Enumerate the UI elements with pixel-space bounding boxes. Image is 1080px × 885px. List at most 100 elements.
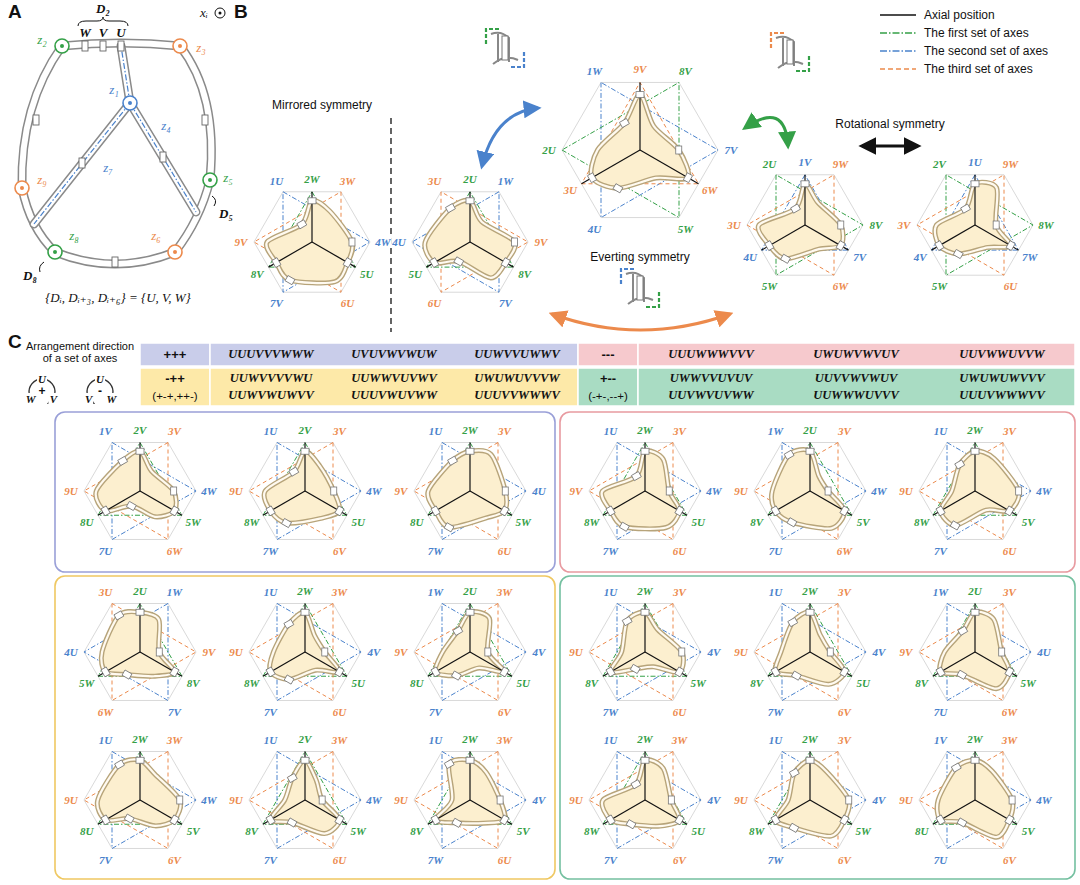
axis-letter: W <box>105 392 117 404</box>
joint <box>679 648 685 656</box>
joint <box>1009 796 1015 804</box>
position-label: 1U <box>428 734 443 746</box>
axial-line <box>305 491 347 515</box>
linkage-shape <box>101 611 174 676</box>
table-cell <box>210 368 578 406</box>
sequence-cell: UUUVWUVWW <box>351 389 437 403</box>
position-label: 1U <box>603 425 618 437</box>
hexagon-guide <box>919 752 1031 849</box>
arm <box>34 103 130 224</box>
position-label: 2W <box>461 423 478 435</box>
linkage-shape <box>602 451 680 529</box>
position-label: 7W <box>427 545 444 557</box>
sequence-cell: UUWVVUWWV <box>474 348 559 362</box>
axis-symbol <box>48 245 62 259</box>
axis-set-line <box>98 604 182 677</box>
mechanism-diagram <box>414 752 526 849</box>
linkage-shape <box>602 760 680 827</box>
arm <box>130 103 196 212</box>
position-label: 4V <box>707 646 722 658</box>
linkage-shape <box>266 200 352 283</box>
joint <box>993 221 999 229</box>
bracket <box>40 262 45 272</box>
sequence-cell: UUWVVVVWU <box>230 372 313 386</box>
position-label: 2V <box>932 157 947 169</box>
joint <box>284 619 294 628</box>
bracket <box>212 196 216 206</box>
joint <box>444 523 454 532</box>
joint <box>771 815 780 825</box>
joint <box>961 204 971 213</box>
joint <box>114 611 124 620</box>
position-label: 5V <box>1021 516 1036 528</box>
joint <box>335 815 344 825</box>
position-label: 6U <box>497 545 512 557</box>
position-label: 3W <box>496 586 513 598</box>
position-label: 9U <box>733 794 748 806</box>
position-label: 6W <box>166 545 183 557</box>
joint <box>971 448 979 454</box>
joint <box>335 667 344 677</box>
panel-letter: B <box>234 2 248 23</box>
position-label: 3U <box>726 219 741 231</box>
icon-part <box>502 36 508 60</box>
axis-label: z₈ <box>69 229 79 243</box>
position-label: 5W <box>515 516 532 528</box>
position-label: 4W <box>1035 485 1052 497</box>
axis-label: z₉ <box>37 173 47 187</box>
mechanism-diagram <box>249 752 361 849</box>
position-label: 4V <box>913 251 928 263</box>
joint <box>444 759 454 768</box>
joint <box>971 757 979 763</box>
icon-part <box>509 52 524 67</box>
position-label: 4W <box>374 236 391 248</box>
linkage-shape <box>101 611 174 676</box>
joint <box>1005 815 1014 825</box>
axial-line <box>98 491 140 515</box>
position-label: 1U <box>269 174 284 186</box>
linkage-shape <box>776 760 850 836</box>
axis-letter: W <box>25 392 37 404</box>
joint <box>82 41 88 51</box>
sequence-cell: UUUVVVWWW <box>228 348 313 362</box>
joint <box>454 257 464 266</box>
position-label: 3V <box>837 425 852 437</box>
linkage-shape <box>602 760 680 827</box>
joint <box>122 670 132 679</box>
joint <box>101 815 110 825</box>
position-label: 3V <box>837 586 852 598</box>
hexagon-guide <box>249 604 361 701</box>
position-label: 4W <box>1035 794 1052 806</box>
icon-part <box>776 37 803 68</box>
position-label: 7V <box>603 854 618 866</box>
position-label: 7U <box>768 545 783 557</box>
joint <box>827 648 833 656</box>
joint <box>284 675 294 684</box>
joint <box>613 184 623 193</box>
axial-line <box>263 652 305 676</box>
position-label: 2W <box>966 423 983 435</box>
joint <box>118 41 124 51</box>
joint <box>445 204 455 213</box>
position-label: 9W <box>1002 157 1019 169</box>
axis-label: z₃ <box>196 41 206 55</box>
position-label: 3V <box>167 425 182 437</box>
position-label: 4W <box>870 485 887 497</box>
joint <box>349 238 355 246</box>
linkage-shape <box>96 451 177 517</box>
joint <box>451 671 461 680</box>
position-label: 6W <box>832 280 849 292</box>
position-label: 1V <box>98 425 113 437</box>
axis-letter: U <box>37 373 47 385</box>
symmetry-arrow <box>482 108 538 166</box>
position-label: 5U <box>516 677 531 689</box>
legend: Axial positionThe first set of axesThe s… <box>878 6 1048 78</box>
position-label: 1U <box>263 586 278 598</box>
arm <box>130 103 196 212</box>
axis-letter: V <box>49 392 58 404</box>
mechanism-diagram <box>589 604 701 701</box>
linkage-shape <box>602 451 680 529</box>
axis-symbol <box>15 181 29 195</box>
position-label: 1W <box>932 586 949 598</box>
